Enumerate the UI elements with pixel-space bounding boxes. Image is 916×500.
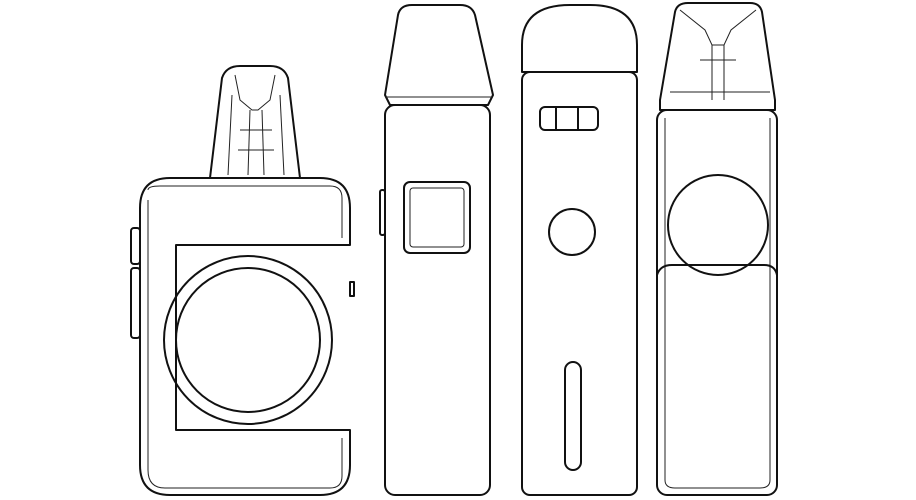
device-body [521, 71, 638, 496]
fire-button [667, 174, 769, 276]
pod-inner-chimney [670, 9, 770, 100]
fire-button [548, 208, 596, 256]
side-button [379, 189, 386, 236]
box-pod-device [130, 65, 355, 496]
screen-inner [409, 187, 465, 248]
dial-outer [163, 255, 333, 425]
side-button-top [130, 227, 141, 265]
pod-cartridge [659, 2, 776, 111]
screen-outer [403, 181, 471, 254]
dial-inner [175, 267, 321, 413]
airflow-switch [539, 106, 599, 131]
pod-inner-chimney [227, 74, 285, 176]
device-body [384, 104, 491, 496]
airflow-switch-dividers [555, 106, 579, 131]
round-button-pod-device [656, 2, 778, 496]
screen-pod-device [379, 4, 494, 496]
mouthpiece [384, 4, 494, 106]
pod-cartridge [209, 65, 301, 179]
side-port [349, 281, 355, 297]
panel-seam [656, 264, 778, 276]
device-body [656, 109, 778, 496]
dome-mouthpiece [521, 4, 638, 73]
window-slot [564, 361, 582, 471]
side-button-bottom [130, 267, 141, 339]
body-inner-contour [664, 118, 771, 489]
device-body [139, 177, 351, 496]
dome-pod-device [521, 4, 638, 496]
body-inner-contour [147, 185, 343, 489]
